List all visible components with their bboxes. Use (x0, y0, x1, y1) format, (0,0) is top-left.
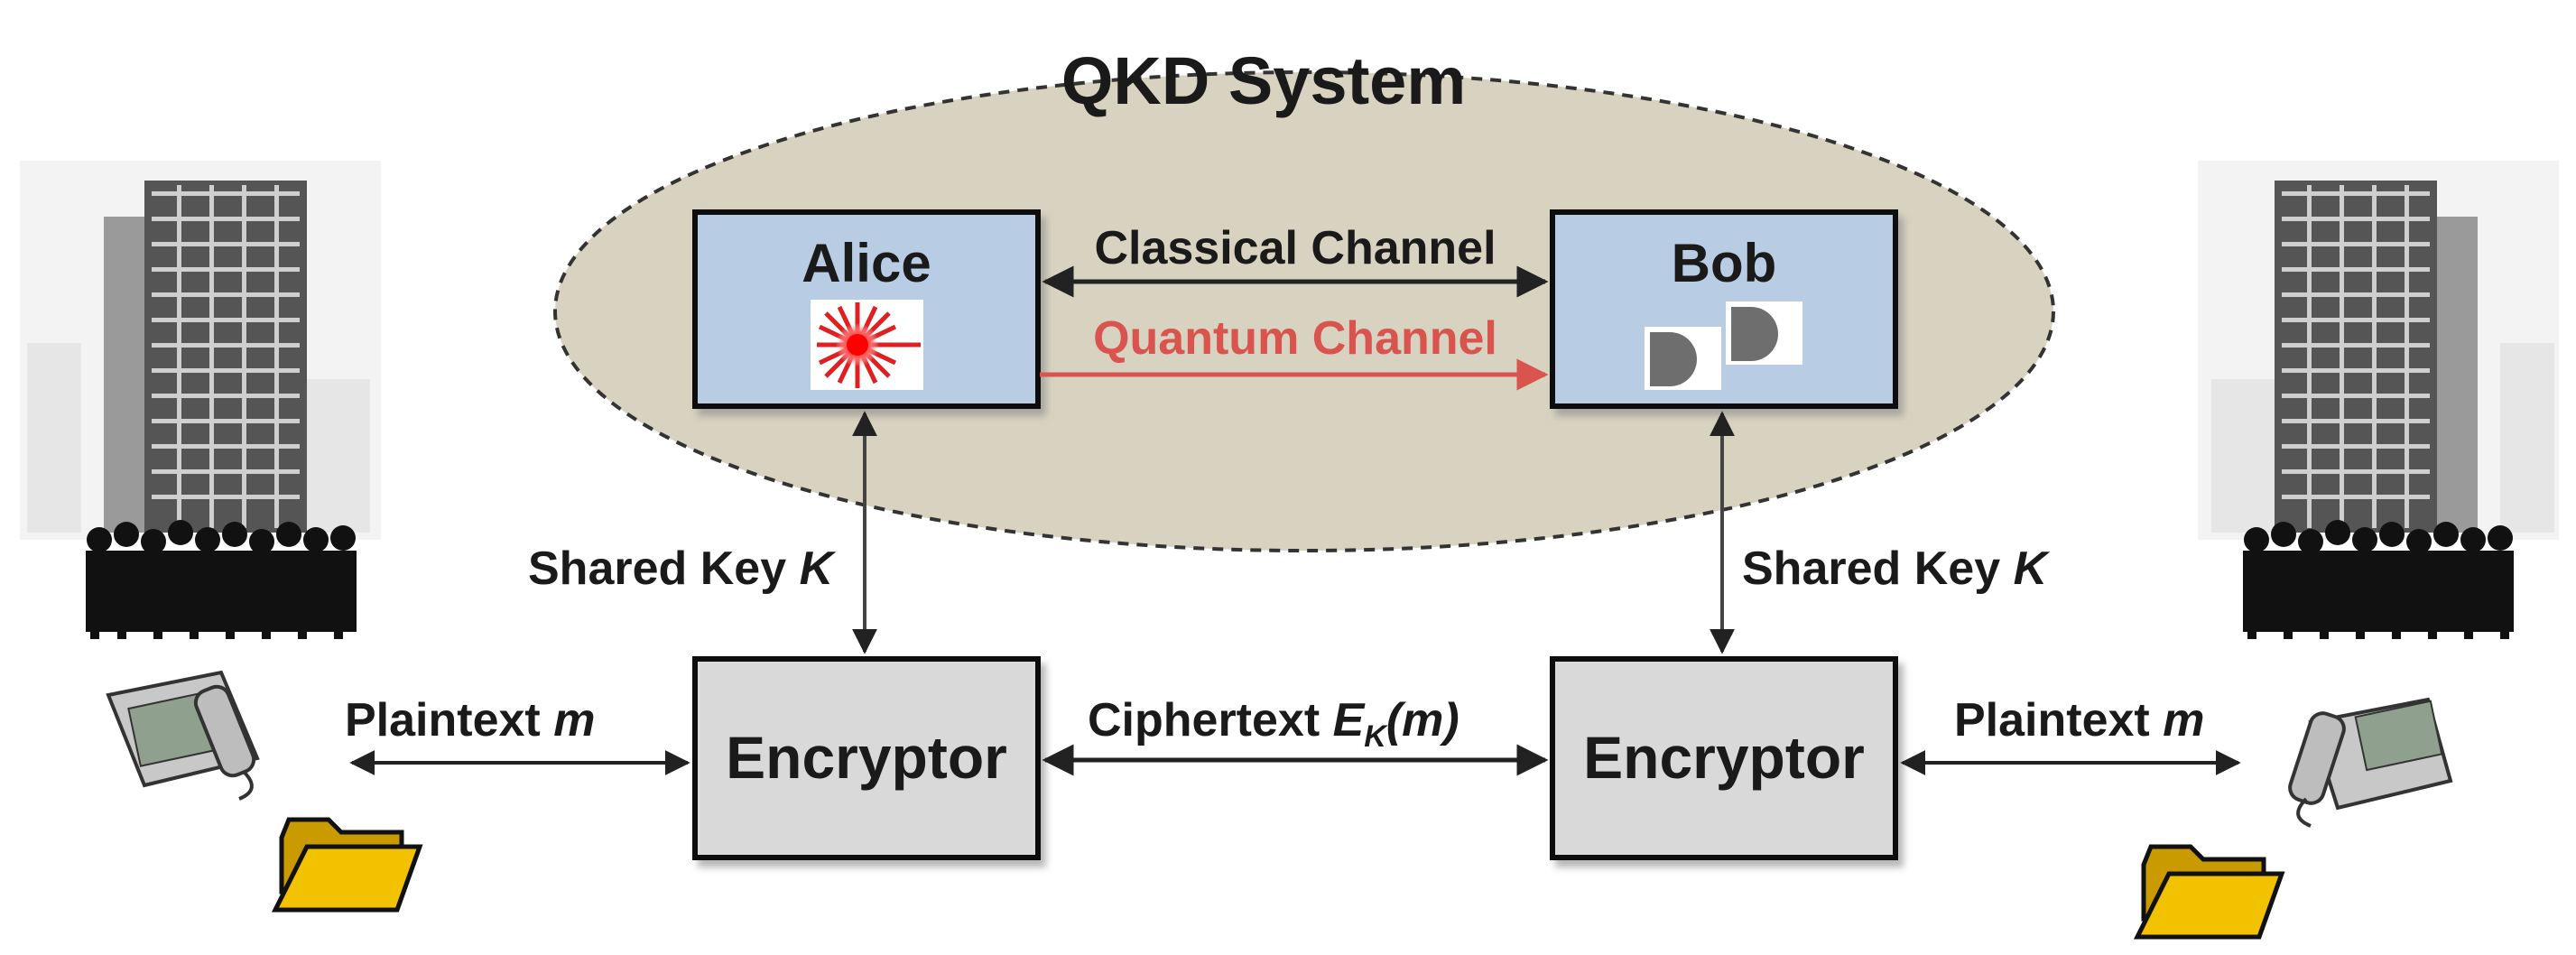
shared-key-label-right: Shared Key K (1742, 542, 2051, 595)
alice-box: Alice (692, 209, 1041, 409)
alice-label: Alice (802, 233, 931, 293)
telephone-icon-right (2288, 697, 2453, 828)
building-icon-left (20, 161, 381, 540)
encryptor-right: Encryptor (1550, 656, 1898, 860)
encryptor-left-label: Encryptor (726, 724, 1007, 791)
qkd-title: QKD System (1061, 43, 1466, 118)
classical-channel-label: Classical Channel (1094, 222, 1496, 274)
crowd-icon-left (86, 520, 357, 639)
plaintext-label-left: Plaintext m (345, 694, 595, 746)
building-icon-right (2198, 161, 2559, 540)
encryptor-left: Encryptor (692, 656, 1041, 860)
bob-label: Bob (1672, 233, 1777, 293)
laser-icon (811, 300, 923, 390)
plaintext-label-right: Plaintext m (1954, 694, 2204, 746)
qkd-system-ellipse (553, 70, 2055, 552)
bob-box: Bob (1550, 209, 1898, 409)
folder-icon-right (2133, 844, 2285, 940)
folder-icon-left (271, 817, 423, 913)
crowd-icon-right (2243, 520, 2514, 639)
quantum-channel-label: Quantum Channel (1093, 312, 1497, 365)
encryptor-right-label: Encryptor (1583, 724, 1865, 791)
ciphertext-label: Ciphertext EK(m) (1088, 694, 1459, 754)
telephone-icon-left (106, 670, 260, 801)
detector-icon (1645, 301, 1802, 390)
shared-key-label-left: Shared Key K (528, 542, 837, 595)
